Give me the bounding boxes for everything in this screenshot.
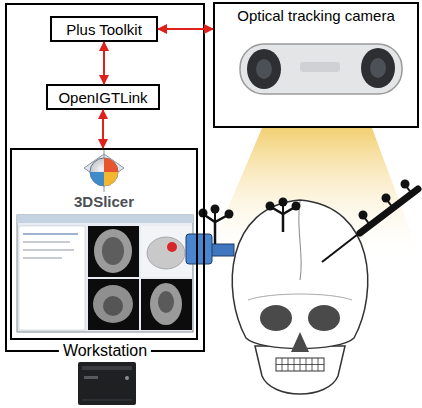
suture bbox=[299, 201, 301, 280]
slice-view bbox=[88, 226, 139, 277]
connector-arrow bbox=[102, 110, 104, 148]
marker-sphere bbox=[266, 202, 275, 211]
node-label: Workstation bbox=[59, 341, 151, 360]
camera-body bbox=[240, 44, 402, 94]
brain-slice-inner bbox=[102, 237, 124, 265]
device-box: Optical tracking camera bbox=[213, 2, 419, 128]
tool-body bbox=[186, 234, 212, 264]
pointer-probe bbox=[322, 180, 418, 263]
reference-tool bbox=[186, 205, 234, 265]
brow-line bbox=[248, 294, 352, 300]
camera-lens-inner bbox=[256, 59, 272, 79]
teeth bbox=[276, 358, 324, 371]
camera-panel bbox=[300, 62, 340, 72]
marker-stem bbox=[214, 210, 216, 222]
node-label: 3DSlicer bbox=[70, 192, 138, 211]
app-toolbar bbox=[17, 215, 193, 223]
panel-row bbox=[23, 241, 70, 243]
brain-slice-inner bbox=[158, 291, 174, 313]
process-box: Plus Toolkit bbox=[50, 16, 158, 42]
app-panel bbox=[19, 226, 85, 330]
node-label: Plus Toolkit bbox=[62, 20, 146, 39]
marker-stem bbox=[282, 203, 284, 214]
marker-sphere bbox=[225, 210, 234, 219]
marker-sphere bbox=[401, 180, 410, 189]
connector-arrow bbox=[103, 42, 105, 84]
process-box: OpenIGTLink bbox=[46, 84, 160, 110]
front-port bbox=[84, 376, 98, 379]
skull-illustration bbox=[232, 200, 368, 394]
probe-handle bbox=[360, 189, 418, 233]
mandible bbox=[255, 346, 345, 394]
brain-slice bbox=[93, 285, 133, 323]
slice-view bbox=[88, 279, 139, 330]
panel-row bbox=[23, 249, 74, 251]
computer-case bbox=[78, 362, 136, 405]
3d-view bbox=[141, 226, 192, 277]
cranium bbox=[232, 200, 368, 349]
brain-slice-inner bbox=[103, 296, 123, 316]
slicer-logo bbox=[84, 150, 124, 194]
marker-sphere bbox=[199, 209, 208, 218]
node-label: OpenIGTLink bbox=[54, 88, 151, 107]
case-edge bbox=[82, 400, 132, 401]
marker-stem bbox=[214, 222, 217, 244]
panel-row bbox=[23, 257, 62, 259]
connector-arrow bbox=[158, 28, 213, 30]
slice-view bbox=[141, 279, 192, 330]
target-marker bbox=[167, 242, 177, 252]
camera-illustration bbox=[240, 44, 402, 94]
nasal-cavity bbox=[291, 332, 309, 352]
software-box: 3DSlicer bbox=[10, 148, 198, 340]
app-window bbox=[17, 215, 193, 332]
teeth-gap bbox=[276, 364, 324, 365]
eye-socket bbox=[260, 305, 292, 331]
probe-tip bbox=[322, 231, 362, 262]
brain-render bbox=[147, 237, 185, 269]
marker-sphere bbox=[359, 211, 368, 220]
camera-lens-inner bbox=[370, 58, 386, 78]
logo-sphere bbox=[90, 158, 118, 186]
brain-slice bbox=[94, 229, 132, 273]
camera-lens bbox=[247, 49, 281, 89]
marker-sphere bbox=[292, 202, 301, 211]
slicer-screenshot bbox=[17, 215, 193, 332]
logo-quadrant bbox=[90, 172, 104, 186]
marker-stem bbox=[282, 214, 285, 232]
eye-socket bbox=[308, 305, 340, 331]
logo-quadrant bbox=[104, 172, 118, 186]
logo-quadrant bbox=[104, 158, 118, 172]
computer-illustration bbox=[78, 362, 136, 405]
marker-sphere bbox=[382, 194, 391, 203]
camera-lens bbox=[361, 48, 395, 88]
tool-shaft bbox=[210, 244, 234, 256]
panel-row bbox=[23, 233, 78, 235]
drive-bay bbox=[82, 366, 132, 370]
brain-slice bbox=[150, 283, 182, 325]
skull-marker bbox=[266, 198, 301, 233]
node-label: Optical tracking camera bbox=[233, 6, 399, 25]
power-button bbox=[125, 376, 129, 380]
